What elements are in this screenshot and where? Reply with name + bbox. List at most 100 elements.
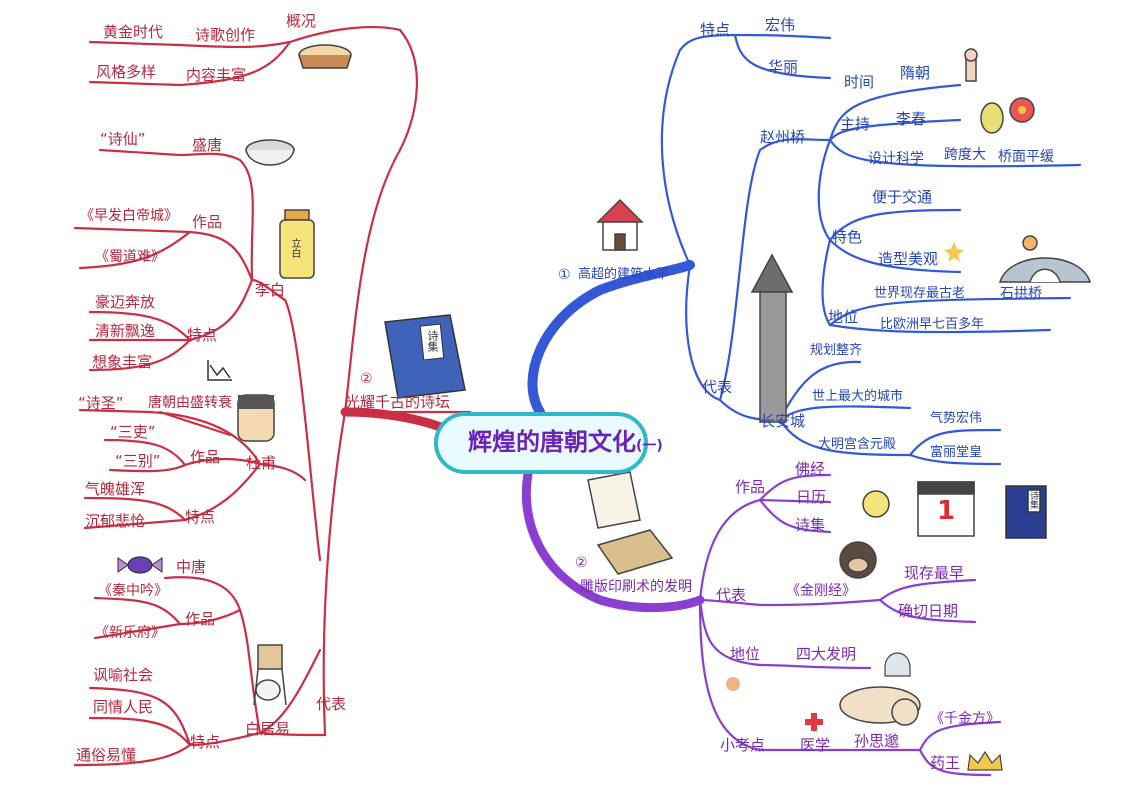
poem-book-right <box>1005 485 1047 539</box>
printing-branch-label: 雕版印刷术的发明 <box>580 579 692 595</box>
dufu-shift: 唐朝由盛转衰 <box>148 395 232 411</box>
libai-work-2: 《蜀道难》 <box>95 249 165 265</box>
zhaozhou-design: 设计科学 <box>868 151 924 167</box>
monkey-illustration <box>839 541 877 579</box>
libai-traits-label: 特点 <box>187 326 218 344</box>
zhaozhou-earlier: 比欧洲早七百多年 <box>880 317 985 332</box>
tower-illustration <box>750 253 794 423</box>
dufu-works-label: 作品 <box>190 448 221 466</box>
poem-book-left <box>384 314 466 399</box>
printing-work-calendar: 日历 <box>796 488 827 506</box>
changan-plan: 规划整齐 <box>810 343 863 358</box>
printing-work-sutra: 佛经 <box>795 460 826 478</box>
diamond-sutra: 《金刚经》 <box>786 583 856 599</box>
libai-era: 盛唐 <box>192 136 223 154</box>
baijuyi-trait-1: 讽喻社会 <box>93 666 154 684</box>
features-label: 特点 <box>700 21 731 39</box>
libai-trait-3: 想象丰富 <box>92 353 153 371</box>
zhaozhou-host-label: 主持 <box>840 115 871 133</box>
libai-name: 李白 <box>255 281 286 299</box>
cake-illustration <box>298 44 352 69</box>
changan-largest: 世上最大的城市 <box>812 389 904 404</box>
poem-book-right-title: 诗集 <box>1028 491 1038 509</box>
libai-trait-1: 豪迈奔放 <box>95 293 156 311</box>
poem-book-left-title: 诗集 <box>426 330 439 352</box>
printing-work-poems: 诗集 <box>795 516 826 534</box>
changan-name: 长安城 <box>760 412 806 430</box>
central-suffix: (一) <box>636 438 663 454</box>
zhaozhou-traits-label: 特色 <box>832 228 863 246</box>
sun-illustration <box>862 490 890 518</box>
dufu-work-2: “三别” <box>115 452 161 470</box>
central-topic: 辉煌的唐朝文化(一) <box>468 430 663 454</box>
diamond-sutra-date: 确切日期 <box>898 602 959 620</box>
changan-palace: 大明宫含元殿 <box>818 437 897 452</box>
libai-work-1: 《早发白帝城》 <box>80 208 178 224</box>
libai-title: “诗仙” <box>100 130 146 148</box>
house-illustration <box>596 198 644 251</box>
zhaozhou-oldest: 世界现存最古老 <box>874 286 966 301</box>
zhaozhou-beauty: 造型美观 <box>878 250 939 268</box>
zhaozhou-traffic: 便于交通 <box>872 188 933 206</box>
bone-illustration <box>964 48 978 82</box>
zhaozhou-span: 跨度大 <box>944 147 986 163</box>
baijuyi-era: 中唐 <box>176 558 207 576</box>
bowl-illustration <box>245 139 295 166</box>
overview-golden-age: 黄金时代 <box>103 23 164 41</box>
printing-representatives: 代表 <box>716 586 747 604</box>
ghost-illustration <box>884 652 911 677</box>
red-cross-icon <box>805 713 823 731</box>
bottle-label: 立白 <box>289 238 300 258</box>
central-topic-box <box>434 412 648 474</box>
central-title: 辉煌的唐朝文化 <box>468 428 636 456</box>
printing-tip-label: 小考点 <box>720 736 766 754</box>
calendar-illustration <box>917 481 975 537</box>
baijuyi-trait-3: 通俗易懂 <box>76 746 137 764</box>
overview-content: 内容丰富 <box>186 66 247 84</box>
architecture-num: ① <box>558 267 571 283</box>
feature-splendid: 华丽 <box>768 58 799 76</box>
printing-sun-simiao: 孙思邈 <box>854 732 900 750</box>
feature-grand: 宏伟 <box>765 16 796 34</box>
printing-works-label: 作品 <box>735 478 766 496</box>
printing-medicine-king: 药王 <box>930 754 961 772</box>
overview-label: 概况 <box>286 12 317 30</box>
poetry-representatives: 代表 <box>316 695 347 713</box>
zhaozhou-host: 李春 <box>896 110 927 128</box>
calendar-day: 1 <box>937 496 956 526</box>
pear-illustration <box>980 102 1004 134</box>
dufu-traits-label: 特点 <box>185 508 216 526</box>
overview-style: 风格多样 <box>96 63 157 81</box>
bottle-illustration <box>279 209 315 279</box>
printing-qianjin-book: 《千金方》 <box>930 711 1000 727</box>
baijuyi-works-label: 作品 <box>185 610 216 628</box>
printing-medicine: 医学 <box>800 736 831 754</box>
zhaozhou-deck: 桥面平缓 <box>998 149 1054 165</box>
chair-illustration <box>253 644 287 706</box>
orange-dot <box>726 677 740 691</box>
changan-grand: 气势宏伟 <box>930 411 983 426</box>
zhaozhou-time-label: 时间 <box>844 73 875 91</box>
overview-creation: 诗歌创作 <box>195 26 256 44</box>
zhaozhou-status-label: 地位 <box>828 308 859 326</box>
dufu-name: 杜甫 <box>246 454 277 472</box>
architecture-representatives: 代表 <box>702 378 733 396</box>
dufu-work-1: “三吏” <box>110 423 156 441</box>
candy-illustration <box>117 556 163 574</box>
cat-illustration <box>839 686 921 726</box>
trend-chart-icon <box>207 360 232 381</box>
libai-trait-2: 清新飘逸 <box>95 322 156 340</box>
sparkle-icon <box>944 242 964 262</box>
architecture-branch-label: 高超的建筑水平 <box>578 267 670 282</box>
baijuyi-work-2: 《新乐府》 <box>95 625 165 641</box>
baijuyi-trait-2: 同情人民 <box>93 698 154 716</box>
crown-icon <box>967 750 1003 771</box>
zhaozhou-stone-arch: 石拱桥 <box>1000 286 1042 302</box>
zhaozhou-name: 赵州桥 <box>760 128 806 146</box>
bridge-illustration <box>998 235 1092 283</box>
poetry-num: ② <box>360 371 373 387</box>
printing-status-label: 地位 <box>730 645 761 663</box>
poetry-branch-label: 光耀千古的诗坛 <box>345 393 451 411</box>
